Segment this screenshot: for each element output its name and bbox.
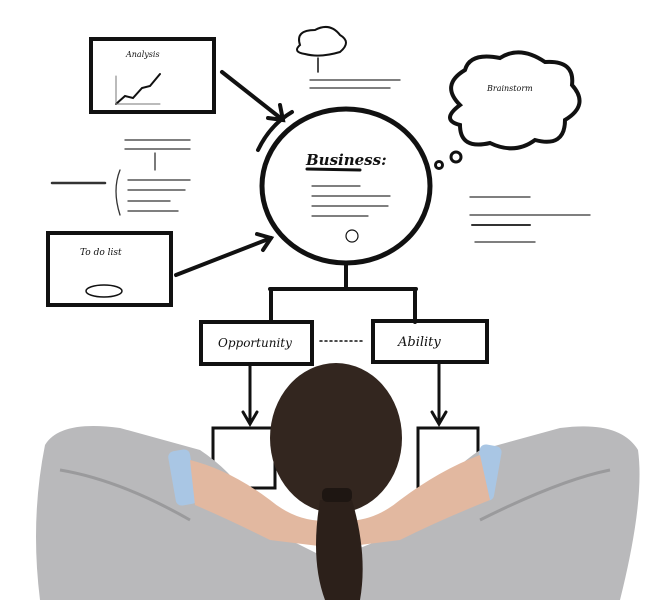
opportunity-box [199,320,314,366]
arrow-from-todo [174,236,273,277]
analysis-label: Analysis [125,50,160,59]
todo-label: To do list [80,248,122,258]
ability-label: Ability [397,335,441,350]
opportunity-label: Opportunity [218,336,292,350]
pie-chart-sketch [85,284,123,298]
ability-box [371,319,489,364]
thought-cloud [448,50,582,151]
woman-figure [36,363,640,600]
todo-box [46,231,173,307]
hair-head [270,363,402,513]
cloud-label: Brainstorm [486,84,533,93]
analysis-chart-box [89,37,216,114]
ponytail [316,500,363,600]
center-title: Business: [305,151,387,169]
left-cuff [168,449,198,506]
line-chart-sketch [115,73,161,105]
arrow-to-center [220,70,285,122]
hands [190,455,490,548]
